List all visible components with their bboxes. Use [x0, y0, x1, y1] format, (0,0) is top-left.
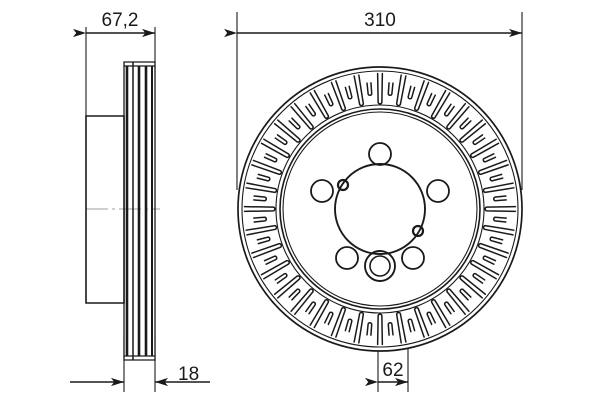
cooling-vane-slot	[274, 272, 288, 284]
cooling-vane-slot	[273, 275, 301, 299]
cooling-vane-slot	[243, 205, 276, 213]
dim-label-center-bore: 62	[382, 360, 403, 381]
cooling-vane-slot	[324, 92, 334, 107]
bolt-hole-lower-left	[335, 246, 359, 270]
cooling-vane-slot	[263, 153, 278, 163]
cooling-vane-slot	[253, 216, 267, 223]
cooling-vane-slot	[477, 242, 509, 259]
locating-hole-outer	[364, 250, 396, 282]
dim-label-overall-width: 67,2	[102, 10, 139, 31]
cooling-vane-slot	[260, 259, 290, 280]
cooling-vane-slot	[459, 117, 472, 130]
cooling-vane-slot	[253, 195, 267, 202]
dimension-lines	[70, 28, 522, 387]
cooling-vane-slot	[366, 82, 373, 96]
dimension-labels: 67,2 310 18 62	[102, 10, 404, 385]
cooling-vane-slot	[413, 80, 430, 112]
cooling-vane-slot	[305, 301, 317, 315]
cooling-vane-slot	[493, 216, 507, 223]
cooling-vane-slot	[305, 103, 317, 117]
friction-face-inner	[282, 111, 478, 307]
cooling-vane-slot	[324, 311, 334, 326]
cooling-vane-slot	[482, 153, 497, 163]
cooling-vane-slot	[256, 236, 271, 245]
bolt-hole-right	[426, 179, 450, 203]
cooling-vane-slot	[459, 275, 487, 299]
cooling-vane-slot	[251, 242, 283, 259]
pin-hole-upper-left	[336, 178, 350, 192]
cooling-vane-slot	[430, 89, 451, 119]
cooling-vane-slot	[273, 119, 301, 143]
cooling-vane-slot	[344, 85, 353, 100]
cross-section-side-view	[85, 61, 160, 361]
cooling-vane-slot	[274, 134, 288, 146]
dim-label-disc-diameter: 310	[364, 10, 396, 31]
cooling-vane-slot	[395, 311, 407, 344]
cooling-vane-slot	[387, 322, 394, 336]
cooling-vane-slot	[489, 173, 504, 182]
locating-hole-inner	[369, 255, 391, 277]
cooling-vane-slot	[309, 89, 330, 119]
cooling-vane-slot	[344, 318, 353, 333]
bolt-hole-left	[310, 179, 334, 203]
cooling-vane-slot	[489, 236, 504, 245]
cooling-vane-slot	[245, 224, 278, 236]
center-bore	[334, 163, 426, 255]
cooling-vane-slot	[484, 205, 517, 213]
hub-feature-group	[310, 142, 450, 282]
cooling-vane-slot	[482, 255, 497, 265]
bolt-hole-top	[368, 142, 392, 166]
cooling-vane-slot	[290, 288, 314, 316]
cooling-vane-slot	[290, 102, 314, 130]
side-hat-outline	[85, 115, 125, 304]
cooling-vane-slot	[430, 299, 451, 329]
cooling-vane-slot	[245, 182, 278, 194]
cooling-vane-slot	[376, 72, 384, 105]
cooling-vane-slot	[407, 318, 416, 333]
cooling-vane-slot	[288, 288, 301, 301]
cooling-vane-slot	[353, 74, 365, 107]
cooling-vane-slot	[459, 119, 487, 143]
cooling-vane-slot	[470, 259, 500, 280]
cooling-vane-slot	[443, 301, 455, 315]
friction-face-outer	[279, 108, 481, 310]
cooling-vane-slot	[472, 134, 486, 146]
cooling-vane-slot	[330, 80, 347, 112]
cooling-vane-slot	[309, 299, 330, 329]
cooling-vane-slot	[426, 92, 436, 107]
cooling-vane-slot	[330, 306, 347, 338]
cooling-vane-slot	[413, 306, 430, 338]
cooling-vane-slot	[251, 159, 283, 176]
front-face-view	[237, 66, 523, 352]
cooling-vane-slot	[472, 272, 486, 284]
vane-ring-inner	[275, 104, 485, 314]
cooling-vane-slot	[477, 159, 509, 176]
cooling-vane-slot	[395, 74, 407, 107]
cooling-vane-slot	[353, 311, 365, 344]
cooling-vane-slot	[263, 255, 278, 265]
cooling-vane-slot	[260, 138, 290, 159]
dim-label-disc-thickness: 18	[178, 364, 199, 385]
bolt-hole-lower-right	[401, 246, 425, 270]
cooling-vane-slot	[426, 311, 436, 326]
cooling-vane-slot	[446, 288, 470, 316]
cooling-vane-slot	[482, 224, 515, 236]
pin-hole-lower-right	[411, 224, 425, 238]
cooling-vane-slot	[288, 117, 301, 130]
cooling-vane-slot	[366, 322, 373, 336]
cooling-vane-slot	[446, 102, 470, 130]
cooling-vane-slot	[376, 313, 384, 346]
cooling-vane-slot	[387, 82, 394, 96]
cooling-vane-slot	[256, 173, 271, 182]
cooling-vane-slot	[443, 103, 455, 117]
cooling-vane-slot	[482, 182, 515, 194]
cooling-vane-group	[243, 72, 517, 346]
cooling-vane-slot	[493, 195, 507, 202]
vane-ring-outer	[241, 70, 519, 348]
cooling-vane-slot	[470, 138, 500, 159]
cooling-vane-slot	[459, 288, 472, 301]
cooling-vane-slot	[407, 85, 416, 100]
